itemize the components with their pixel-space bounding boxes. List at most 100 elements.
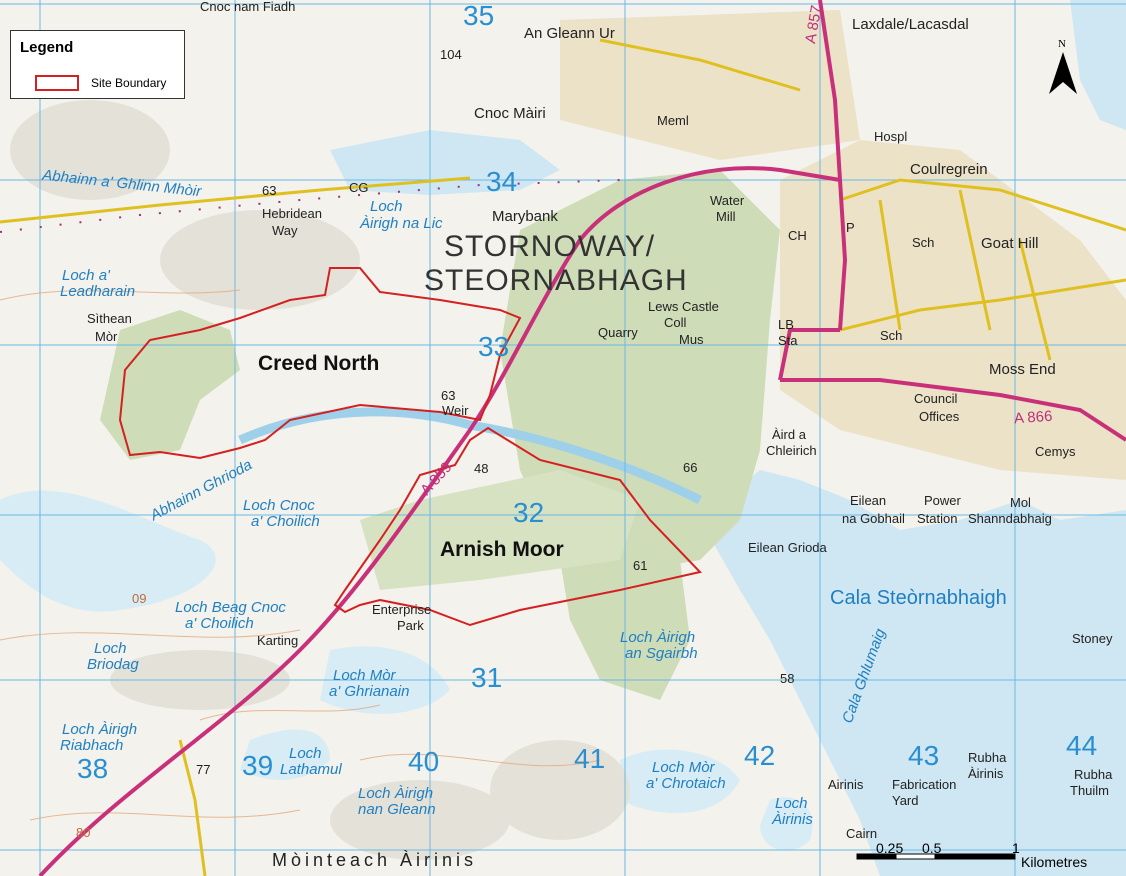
site-boundary-creed-north xyxy=(118,267,522,460)
spot-height: 58 xyxy=(780,671,795,686)
power-line xyxy=(0,179,621,233)
place-label: Enterprise xyxy=(372,602,432,617)
grid-label: 39 xyxy=(242,750,274,781)
place-label: Eilean xyxy=(850,493,887,508)
water-label: Loch a' xyxy=(62,267,110,284)
place-label: Coulregrein xyxy=(910,161,988,178)
scale-bar-graphic xyxy=(856,853,1016,860)
water-label: Loch Mòr xyxy=(652,759,715,776)
site-label-creed-north: Creed North xyxy=(258,352,380,375)
spot-height: 104 xyxy=(440,47,462,62)
contours xyxy=(0,289,601,821)
place-label: Karting xyxy=(257,633,299,648)
place-label: Hebridean xyxy=(262,206,322,221)
grid-label: 40 xyxy=(408,746,440,777)
place-label: Rubha xyxy=(1074,767,1113,782)
place-label: Àirinis xyxy=(968,766,1004,781)
loch-glinn xyxy=(330,130,560,195)
grid-label: 41 xyxy=(574,743,606,774)
north-arrow: N xyxy=(1046,38,1080,96)
north-arrow-icon xyxy=(1049,52,1077,94)
water-label: Loch xyxy=(370,198,403,215)
grid-label: 42 xyxy=(744,740,776,771)
place-label: na Gobhail xyxy=(842,511,905,526)
place-label: Lews Castle xyxy=(648,299,719,314)
place-label: Sìthean xyxy=(87,311,132,326)
north-label: N xyxy=(1058,38,1066,50)
spot-height: 63 xyxy=(262,183,277,198)
place-label: Thuilm xyxy=(1070,783,1110,798)
place-label: Sch xyxy=(880,328,903,343)
place-label: Àird a xyxy=(772,427,806,442)
spot-height: 63 xyxy=(441,388,456,403)
place-label: Cnoc nam Fiadh xyxy=(200,0,296,14)
sea-topright xyxy=(1070,0,1126,130)
place-label: Offices xyxy=(919,409,960,424)
place-label: Cnoc Màiri xyxy=(474,105,546,122)
grid-label: 43 xyxy=(908,740,940,771)
legend-item-label: Site Boundary xyxy=(91,76,167,90)
water-label: Leadharain xyxy=(60,283,136,300)
loch-chrotaich xyxy=(620,749,740,814)
river-creed xyxy=(238,407,703,505)
grid-label: 32 xyxy=(513,497,545,528)
place-label: Sta xyxy=(778,333,798,348)
place-label: Cemys xyxy=(1035,444,1076,459)
minor-roads xyxy=(0,38,1126,876)
water-label: nan Gleann xyxy=(358,801,436,818)
place-label: Mòinteach Àirinis xyxy=(272,850,478,870)
place-label: CH xyxy=(788,228,807,243)
town-label: STEORNABHAGH xyxy=(424,264,688,297)
water-label: Loch xyxy=(94,640,127,657)
spot-height: 09 xyxy=(132,591,147,606)
place-label: Eilean Grioda xyxy=(748,540,827,555)
place-label: Stoney xyxy=(1072,631,1113,646)
place-label: Coll xyxy=(664,315,687,330)
place-label: Weir xyxy=(442,403,469,418)
place-label: LB xyxy=(778,317,794,332)
place-label: Laxdale/Lacasdal xyxy=(852,16,969,33)
place-label: Fabrication xyxy=(892,777,957,792)
site-boundary-swatch xyxy=(35,75,79,91)
water-label: Loch Àirigh xyxy=(620,629,696,646)
place-label: Yard xyxy=(892,793,919,808)
place-label: Cairn xyxy=(846,826,878,841)
a-roads xyxy=(38,0,1126,876)
legend: Legend Site Boundary xyxy=(10,30,185,99)
water-label: Loch Mòr xyxy=(333,667,396,684)
water-label: Lathamul xyxy=(280,761,342,778)
grid-label: 38 xyxy=(77,753,109,784)
spot-height: 80 xyxy=(76,825,91,840)
place-label: Hospl xyxy=(874,129,908,144)
place-label: An Gleann Ur xyxy=(524,25,615,42)
place-label: Sch xyxy=(912,235,935,250)
water-label: a' Chrotaich xyxy=(646,775,726,792)
place-label: Council xyxy=(914,391,958,406)
water-label: a' Ghrianain xyxy=(329,683,410,700)
water-label: Loch xyxy=(289,745,322,762)
scale-tick: 1 xyxy=(1012,840,1020,856)
water-label: Cala Steòrnabhaigh xyxy=(830,587,1007,609)
spot-height: 77 xyxy=(196,762,211,777)
loch-lathamul xyxy=(240,729,330,780)
scale-unit: Kilometres xyxy=(1021,854,1088,870)
scale-tick: 0.5 xyxy=(922,840,942,856)
spot-height: 61 xyxy=(633,558,648,573)
site-boundary-arnish-moor xyxy=(333,426,702,627)
water-label: Loch xyxy=(775,795,808,812)
place-label: Park xyxy=(397,618,424,633)
road-label: A 866 xyxy=(1013,407,1053,428)
water-label: Àirinis xyxy=(772,811,813,828)
town-label: STORNOWAY/ xyxy=(444,230,656,263)
place-label: P xyxy=(846,220,855,235)
place-label: Rubha xyxy=(968,750,1007,765)
place-label: Marybank xyxy=(492,208,558,225)
water-label: an Sgairbh xyxy=(625,645,698,662)
road-a866 xyxy=(780,378,1126,442)
water-label: Loch Àirigh xyxy=(62,721,138,738)
place-label: Meml xyxy=(657,113,689,128)
place-label: Moss End xyxy=(989,361,1056,378)
